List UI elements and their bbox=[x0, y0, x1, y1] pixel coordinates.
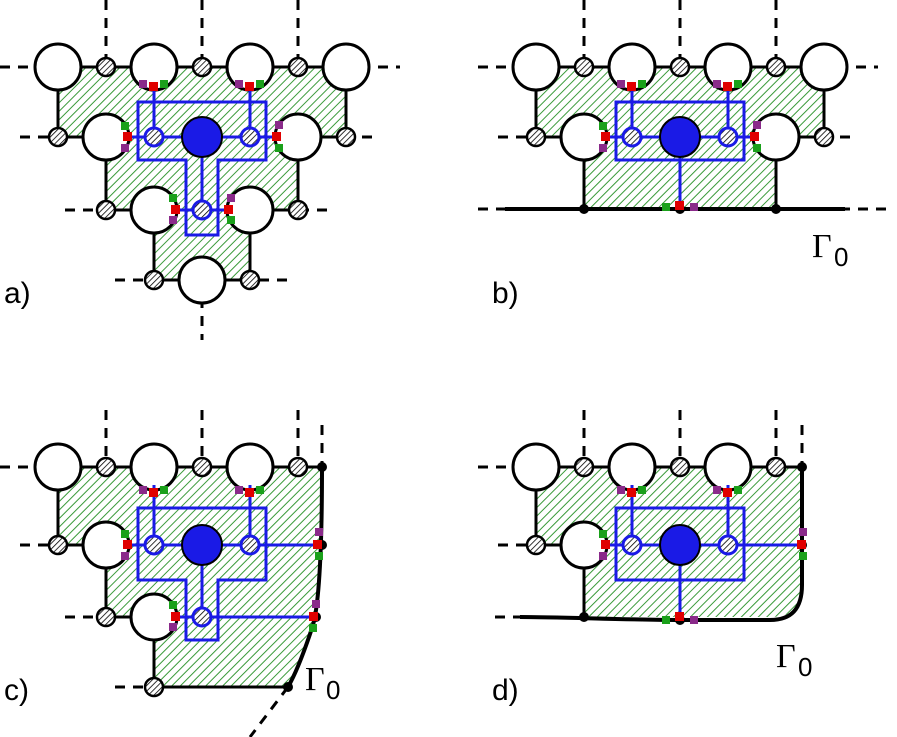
white-nodes bbox=[511, 442, 753, 570]
white-nodes bbox=[511, 42, 849, 162]
hatched-small-nodes bbox=[47, 56, 357, 291]
gamma0-subscript-c: 0 bbox=[326, 675, 340, 705]
panel-d: Γ 0 d) bbox=[478, 410, 812, 707]
panel-b: Γ 0 b) bbox=[478, 0, 890, 310]
gamma0-subscript-b: 0 bbox=[834, 242, 848, 272]
white-nodes bbox=[33, 442, 275, 642]
panel-a: a) bbox=[0, 0, 400, 340]
blue-hatched-nodes bbox=[143, 126, 261, 221]
hatched-small-nodes bbox=[47, 456, 309, 698]
central-node bbox=[181, 116, 223, 158]
gamma0-label-d: Γ bbox=[776, 638, 796, 675]
hatched-small-nodes bbox=[525, 456, 787, 556]
blue-hatched-nodes bbox=[621, 126, 739, 148]
port-squares-b bbox=[599, 80, 761, 211]
central-node bbox=[659, 524, 701, 566]
panel-d-label: d) bbox=[492, 674, 519, 707]
hatched-small-nodes bbox=[525, 56, 835, 148]
panel-b-label: b) bbox=[492, 277, 519, 310]
panel-a-label: a) bbox=[4, 277, 31, 310]
port-squares-a bbox=[121, 80, 283, 224]
panel-c: Γ 0 c) bbox=[0, 410, 340, 737]
central-node bbox=[659, 116, 701, 158]
boundary-gamma0-d bbox=[519, 467, 804, 622]
gamma0-label-c: Γ bbox=[305, 661, 325, 698]
central-node bbox=[181, 524, 223, 566]
port-squares-d bbox=[599, 486, 807, 624]
blue-hatched-nodes bbox=[621, 534, 739, 556]
blue-hatched-nodes bbox=[143, 534, 261, 628]
gamma0-label-b: Γ bbox=[812, 228, 832, 265]
panel-c-label: c) bbox=[4, 674, 29, 707]
port-squares-c bbox=[121, 486, 323, 632]
gamma0-subscript-d: 0 bbox=[798, 652, 812, 682]
hatched-region-c bbox=[58, 467, 322, 687]
